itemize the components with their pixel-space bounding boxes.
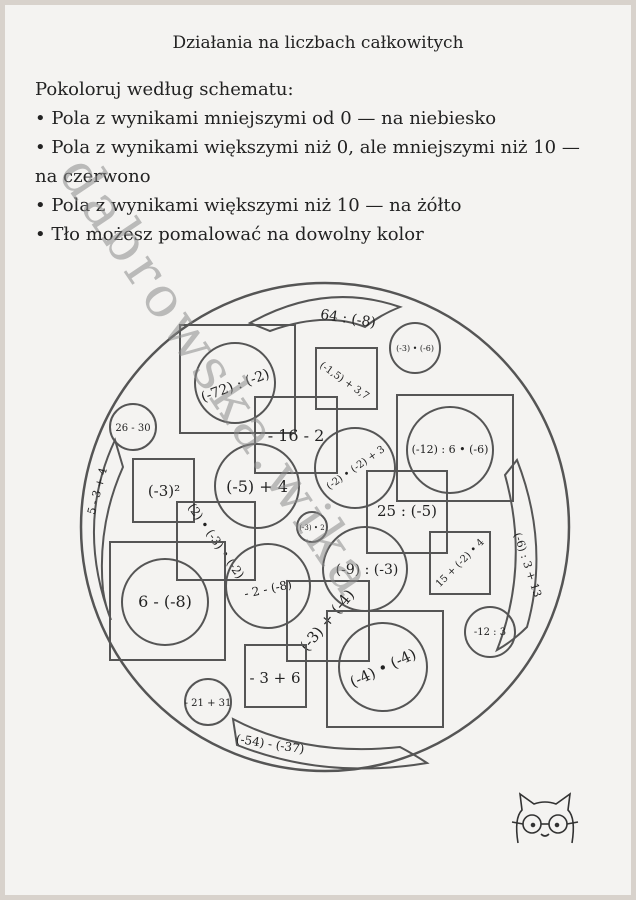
expr-16: - 16 - 2 [268,426,325,445]
arc-top[interactable] [247,296,403,333]
square-126[interactable] [396,394,514,502]
expr-15: (-1,5) + 3,7 [317,360,371,402]
circle-54[interactable] [214,443,300,529]
coloring-puzzle: 64 : (-8) (-3) • (-6) (-72) : (-2) (-1,5… [79,281,571,773]
expr-36: - 3 + 6 [249,669,300,687]
instructions-intro: Pokoloruj według schematu: [35,79,294,100]
circle-2131[interactable] [184,678,232,726]
rule-small-positive: • Pola z wynikami większymi niż 0, ale m… [35,137,580,187]
square-sq[interactable] [132,458,195,523]
square-36[interactable] [244,644,307,708]
circle-4x4[interactable] [338,622,428,712]
rule-large-positive: • Pola z wynikami większymi niż 10 — na … [35,195,462,216]
square-68[interactable] [109,541,226,661]
expr-1524: 15 + (-2) • 4 [434,537,487,590]
square-72[interactable] [179,324,296,434]
expr-4x4: (-4) • (-4) [347,645,419,691]
expr-126: (-12) : 6 • (-6) [412,443,489,456]
circle-28[interactable] [225,543,311,629]
expr-68: 6 - (-8) [138,592,192,611]
square-4x4[interactable] [326,610,444,728]
outer-circle [79,281,571,773]
expr-223: (-2) • (-2) + 3 [325,444,387,492]
square-15[interactable] [315,347,378,410]
expr-2630: 26 - 30 [115,423,150,434]
circle-68[interactable] [121,558,209,646]
square-16[interactable] [254,396,338,474]
cat-icon [511,792,579,844]
circle-3sq[interactable] [296,511,328,543]
expr-54: (-5) + 4 [226,477,288,496]
square-255[interactable] [366,470,448,554]
expr-93: (-9) : (-3) [336,562,399,578]
expr-sq: (-3)² [148,482,180,500]
instructions: Pokoloruj według schematu: • Pola z wyni… [35,75,595,249]
circle-2630[interactable] [109,403,157,451]
expr-64: 64 : (-8) [319,307,377,332]
circle-223[interactable] [314,427,396,509]
arc-right[interactable] [495,458,538,653]
circle-123[interactable] [464,606,516,658]
expr-2131: - 21 + 31 [185,698,232,709]
arc-left[interactable] [93,437,125,621]
page-title: Działania na liczbach całkowitych [172,33,464,53]
circle-126[interactable] [406,406,494,494]
expr-3sq: (-3) • 2 [299,524,324,532]
expr-3x6: (-3) • (-6) [396,344,434,353]
circle-72[interactable] [194,342,276,424]
circle-3x6[interactable] [389,322,441,374]
worksheet-page: Działania na liczbach całkowitych Pokolo… [5,5,631,895]
rule-negative: • Pola z wynikami mniejszymi od 0 — na n… [35,108,497,129]
rule-background: • Tło możesz pomalować na dowolny kolor [35,224,424,245]
expr-255: 25 : (-5) [377,502,437,520]
arc-bottom[interactable] [231,717,430,770]
expr-534: 5 - 3 + 4 [85,466,110,516]
expr-72: (-72) : (-2) [199,366,272,406]
expr-123: -12 : 3 [474,627,506,638]
square-1524[interactable] [429,531,491,595]
